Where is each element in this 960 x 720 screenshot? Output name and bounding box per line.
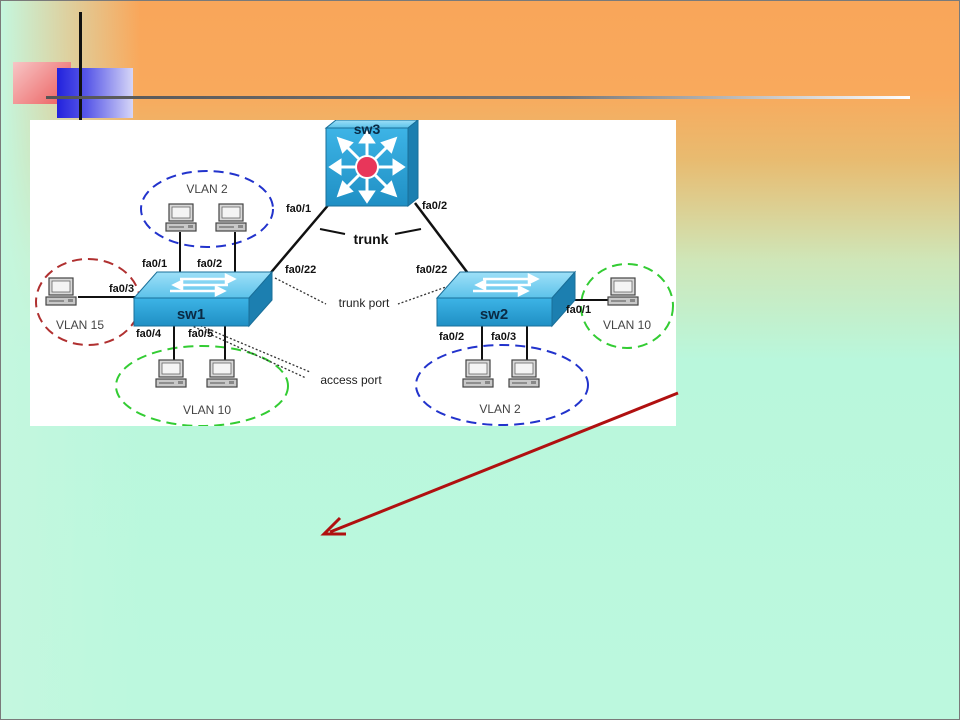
trunk-label-underline-left (319, 228, 346, 235)
access-port-label: access port (320, 373, 382, 387)
sw1-label: sw1 (177, 306, 205, 323)
port-label-sw1-fa03: fa0/3 (109, 283, 134, 295)
port-label-sw1-fa022: fa0/22 (285, 264, 316, 276)
multilayer-arrows-icon (328, 130, 406, 204)
deco-vertical-line (79, 12, 82, 120)
vlan-label-sw2-right: VLAN 10 (603, 318, 651, 332)
trunk-label: trunk (354, 231, 389, 247)
vlan-label-sw2-bottom: VLAN 2 (479, 402, 521, 416)
port-label-sw2-fa03: fa0/3 (491, 331, 516, 343)
switch-sw2: sw2 (435, 270, 577, 328)
vlan-ellipse-sw1-bottom (115, 345, 289, 426)
port-label-sw1-fa04: fa0/4 (136, 328, 162, 340)
sw2-label: sw2 (480, 306, 508, 323)
port-label-sw1-fa02: fa0/2 (197, 258, 222, 270)
deco-horizontal-rule (46, 96, 910, 99)
sw3-label: sw3 (354, 121, 381, 137)
callout-access-port-2 (181, 317, 311, 373)
trunk-label-underline-right (394, 228, 422, 235)
port-label-sw3-fa01: fa0/1 (286, 203, 311, 215)
callout-trunk-port-left (274, 277, 327, 305)
port-label-sw2-fa022: fa0/22 (416, 264, 447, 276)
port-label-sw1-fa05: fa0/5 (188, 328, 213, 340)
vlan-label-sw1-bottom: VLAN 10 (183, 403, 231, 417)
port-label-sw2-fa01: fa0/1 (566, 304, 591, 316)
trunk-link-sw3-sw2 (414, 202, 471, 277)
vlan-network-diagram: sw3 sw1 (30, 120, 676, 426)
router-hub-icon (355, 155, 379, 179)
port-label-sw1-fa01: fa0/1 (142, 258, 167, 270)
vlan-ellipse-sw1-top (140, 170, 274, 248)
switch-sw3: sw3 (324, 120, 419, 208)
trunk-port-label: trunk port (339, 296, 390, 310)
switch-sw1: sw1 (132, 270, 274, 328)
vlan-ellipse-sw2-bottom (415, 344, 589, 426)
vlan-ellipse-sw2-right (580, 263, 674, 349)
switch-arrows-icon (170, 272, 237, 298)
deco-blue-square (57, 68, 133, 118)
vlan-label-sw1-left: VLAN 15 (56, 318, 104, 332)
port-label-sw3-fa02: fa0/2 (422, 200, 447, 212)
callout-access-port-1 (189, 324, 307, 379)
switch-arrows-icon (473, 272, 540, 298)
trunk-link-sw3-sw1 (267, 202, 331, 277)
port-label-sw2-fa02: fa0/2 (439, 331, 464, 343)
callout-trunk-port-right (397, 281, 461, 305)
vlan-label-sw1-top: VLAN 2 (186, 182, 228, 196)
